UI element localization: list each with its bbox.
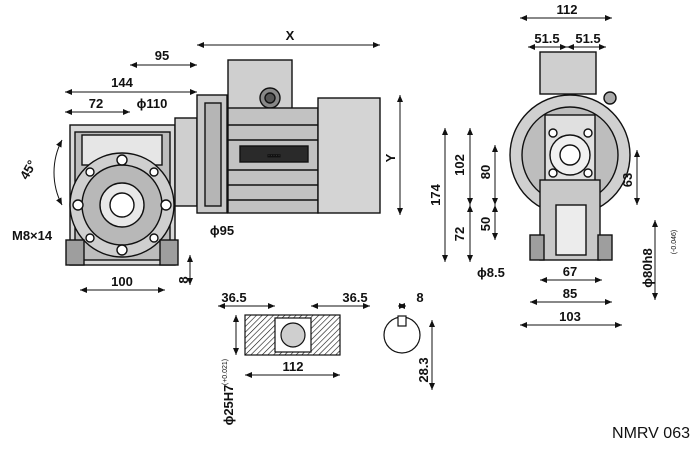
dim-80: 80 — [478, 165, 493, 179]
model-title: NMRV 063 — [612, 425, 690, 442]
dim-112-top: 112 — [557, 2, 578, 17]
dim-72-right: 72 — [452, 227, 467, 241]
dim-144: 144 — [111, 75, 133, 90]
shaft-section — [244, 314, 421, 356]
dim-85: 85 — [563, 286, 577, 301]
dim-d110: ϕ110 — [137, 96, 168, 111]
dimension-labels: 95 144 72 ϕ110 45° M8×14 100 8 ϕ95 X Y 1… — [12, 2, 678, 425]
dim-51-5-left: 51.5 — [534, 31, 559, 46]
dim-102: 102 — [452, 154, 467, 176]
dim-8-key: 8 — [416, 290, 423, 305]
dim-m8x14: M8×14 — [12, 228, 53, 243]
dim-d25h7-tol: (+0.021) — [222, 359, 229, 385]
dim-100: 100 — [111, 274, 133, 289]
dim-174: 174 — [428, 183, 443, 205]
dim-67: 67 — [563, 264, 577, 279]
dim-x: X — [286, 28, 295, 43]
dim-45deg: 45° — [17, 157, 40, 182]
dim-72: 72 — [89, 96, 103, 111]
dim-d80h8-tol: (-0.046) — [671, 230, 678, 255]
dim-63: 63 — [620, 173, 635, 187]
dim-28-3: 28.3 — [416, 357, 431, 382]
dim-36-5-right: 36.5 — [342, 290, 367, 305]
dim-50: 50 — [478, 217, 493, 231]
dim-103: 103 — [559, 309, 581, 324]
nameplate-logo: ▪▪▪▪▪ — [268, 153, 281, 160]
dim-51-5-right: 51.5 — [575, 31, 600, 46]
dim-y: Y — [383, 153, 398, 162]
dim-d25h7: ϕ25H7 — [221, 385, 236, 426]
gearbox-front-view — [65, 117, 198, 266]
dim-8-foot: 8 — [176, 276, 191, 283]
motor-body: ▪▪▪▪▪ — [196, 59, 381, 214]
dim-d80h8: ϕ80h8 — [640, 248, 655, 287]
gearbox-side-view — [509, 51, 631, 261]
dim-d95: ϕ95 — [210, 223, 234, 238]
dim-36-5-left: 36.5 — [221, 290, 246, 305]
dim-d8-5: ϕ8.5 — [477, 265, 505, 280]
dim-95: 95 — [155, 48, 169, 63]
dim-112-shaft: 112 — [283, 359, 304, 374]
